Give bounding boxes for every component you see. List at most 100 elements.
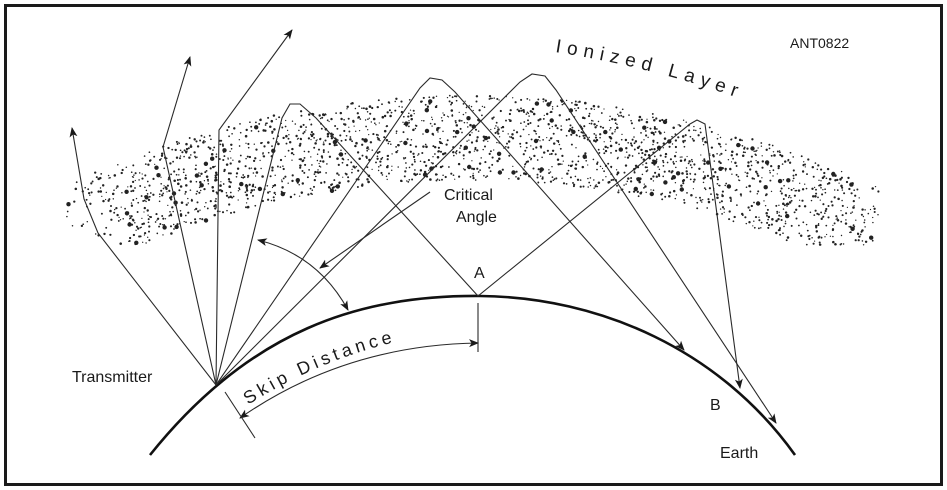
ionized-speck — [556, 127, 559, 130]
ionized-speck — [145, 200, 147, 203]
critical-angle-leader — [319, 191, 431, 269]
ionized-speck — [424, 108, 429, 113]
ionized-speck — [227, 196, 230, 199]
ionized-speck — [787, 196, 790, 199]
ionized-speck — [135, 197, 138, 200]
ionized-speck — [505, 119, 507, 122]
ionized-speck — [824, 209, 827, 213]
ionized-speck — [477, 130, 480, 132]
ionized-speck — [413, 112, 415, 115]
ionized-speck — [556, 158, 560, 161]
ionized-speck — [482, 148, 484, 151]
ionized-speck — [395, 132, 398, 134]
ionized-speck — [719, 208, 722, 210]
ionized-speck — [450, 103, 452, 106]
ionized-speck — [274, 174, 276, 177]
ionized-speck — [696, 201, 699, 204]
ionized-speck — [432, 96, 435, 99]
ionized-speck — [782, 178, 785, 181]
ionized-speck — [320, 137, 322, 140]
ionized-speck — [691, 160, 694, 163]
ionized-speck — [767, 215, 771, 219]
ionized-speck — [156, 219, 158, 221]
ionized-speck — [254, 121, 257, 124]
ionized-speck — [448, 94, 451, 97]
ionized-speck — [872, 221, 874, 224]
ionized-speck — [319, 160, 322, 163]
ionized-speck — [683, 198, 686, 201]
ionized-speck — [404, 170, 407, 173]
ionized-speck — [687, 162, 690, 165]
ionized-speck — [473, 150, 476, 152]
ionized-speck — [519, 142, 522, 145]
ionized-speck — [251, 184, 255, 188]
ionized-speck — [397, 166, 399, 168]
ionized-speck — [395, 150, 398, 154]
ionized-speck — [569, 176, 572, 179]
ionized-speck — [187, 211, 190, 214]
ionized-speck — [498, 99, 500, 101]
ionized-speck — [859, 233, 862, 236]
ionized-speck — [850, 212, 852, 214]
ionized-speck — [408, 179, 411, 181]
ionized-speck — [649, 191, 654, 197]
ionized-speck — [208, 147, 212, 150]
ionized-speck — [404, 121, 409, 126]
ionized-speck — [317, 171, 320, 174]
ionized-speck — [841, 204, 844, 207]
ionized-speck — [595, 184, 597, 186]
ionized-speck — [511, 170, 516, 175]
ionized-speck — [699, 199, 702, 202]
ionized-speck — [750, 155, 753, 158]
ionized-speck — [159, 223, 162, 225]
ionized-speck — [552, 132, 555, 135]
ionized-speck — [701, 137, 704, 141]
ionized-speck — [655, 117, 658, 120]
ionized-speck — [301, 159, 304, 163]
ionized-speck — [102, 199, 105, 203]
ionized-speck — [624, 138, 628, 142]
ionized-speck — [163, 167, 166, 170]
ionized-speck — [815, 230, 819, 233]
ionized-speck — [508, 178, 510, 180]
ionized-speck — [618, 147, 623, 152]
ionized-speck — [761, 177, 763, 179]
ionized-speck — [401, 140, 403, 143]
ionized-speck — [811, 187, 814, 190]
ionized-speck — [278, 116, 281, 119]
ionized-speck — [712, 155, 715, 158]
ionized-speck — [714, 171, 717, 174]
ionized-speck — [214, 179, 217, 182]
ionized-speck — [798, 232, 801, 235]
ionized-speck — [786, 205, 788, 207]
ionized-speck — [616, 126, 619, 129]
ionized-speck — [424, 143, 427, 146]
ionized-speck — [786, 236, 790, 239]
ionized-speck — [727, 158, 730, 161]
ionized-speck — [599, 133, 602, 136]
ionized-speck — [229, 181, 232, 184]
ionized-speck — [523, 166, 526, 168]
ionized-speck — [644, 153, 647, 156]
ionized-speck — [548, 139, 551, 142]
ionized-speck — [701, 201, 703, 203]
ionized-speck — [269, 125, 272, 128]
ionized-speck — [583, 125, 586, 128]
ionized-speck — [629, 180, 633, 183]
ionized-speck — [616, 173, 619, 176]
ionized-speck — [807, 158, 810, 161]
ionized-speck — [812, 175, 815, 178]
ionized-speck — [181, 151, 184, 154]
ionized-speck — [653, 148, 656, 151]
ionized-speck — [672, 162, 675, 165]
ionized-speck — [738, 179, 740, 181]
ionized-speck — [690, 158, 693, 161]
ionized-speck — [561, 103, 564, 106]
ionized-speck — [199, 209, 201, 211]
ionized-speck — [361, 143, 364, 146]
ionized-speck — [210, 138, 212, 141]
ionized-speck — [693, 125, 695, 128]
ionized-speck — [132, 233, 136, 237]
ionized-speck — [261, 175, 264, 178]
ionized-speck — [661, 118, 664, 122]
